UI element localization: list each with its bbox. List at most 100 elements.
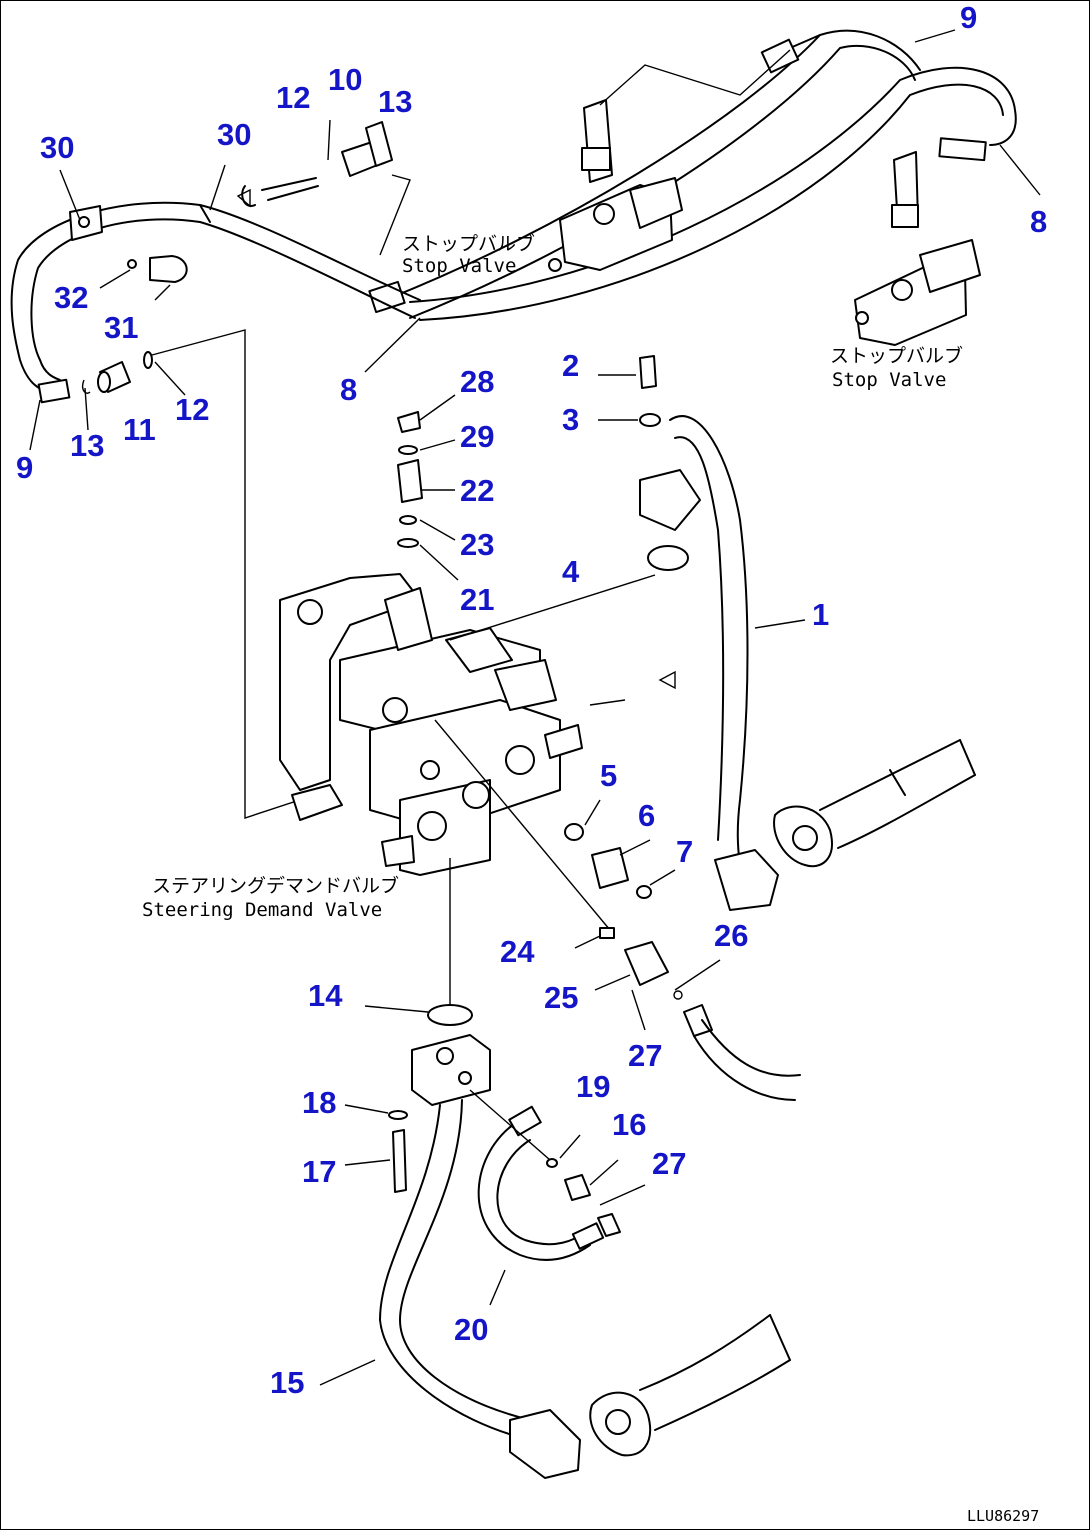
leader-23: [419, 519, 456, 541]
callout: 9: [16, 450, 33, 485]
callout: 17: [302, 1154, 336, 1189]
callout: 15: [270, 1365, 304, 1400]
connector-11: [81, 351, 153, 394]
leader-20: [489, 1269, 506, 1306]
callout: 13: [70, 428, 104, 463]
hose-fitting-upper: [368, 38, 987, 314]
callout: 26: [714, 918, 748, 953]
callout: 19: [576, 1069, 610, 1104]
leader-12-long: [151, 329, 331, 819]
connector-6: [591, 847, 629, 889]
oring-24: [599, 927, 615, 939]
leader-16: [589, 1159, 619, 1186]
fitting-27-low: [597, 1213, 621, 1237]
callout: 27: [628, 1038, 662, 1073]
leader-17: [344, 1159, 391, 1166]
leader-30-left: [59, 169, 81, 221]
flange-lower: [589, 1314, 791, 1457]
stack-28-29-22-23-21: [397, 411, 423, 548]
callout: 22: [460, 473, 494, 508]
oring-4: [647, 545, 689, 571]
leader-12-top: [327, 119, 331, 161]
stop-valve-2-jp: ストップバルブ: [830, 344, 963, 367]
drawing-code: LLU86297: [967, 1507, 1039, 1525]
callout: 12: [276, 80, 310, 115]
leader-18: [344, 1104, 389, 1114]
leader-27-mid: [631, 989, 646, 1031]
marker-a-left: [236, 188, 251, 208]
callout: 21: [460, 582, 494, 617]
leader-24: [574, 935, 601, 949]
callout: 8: [340, 372, 357, 407]
callout: 14: [308, 978, 343, 1013]
leader-29: [419, 439, 456, 451]
oring-19: [546, 1158, 558, 1168]
bolt-2: [639, 355, 657, 389]
callout: 9: [960, 0, 977, 35]
leader-24-line: [434, 719, 611, 931]
callout: 13: [378, 84, 412, 119]
flange-right: [773, 739, 976, 868]
callout: 16: [612, 1107, 646, 1142]
callout: 4: [562, 554, 580, 589]
steering-valve-en: Steering Demand Valve: [142, 899, 382, 921]
fitting-10: [241, 121, 393, 207]
hose-26-right: [683, 1004, 801, 1101]
callout: 10: [328, 62, 362, 97]
leader-8-mid: [364, 317, 421, 373]
leader-26: [674, 959, 721, 991]
stop-valve-2-en: Stop Valve: [832, 369, 946, 391]
plug-7: [636, 885, 652, 899]
plug-31: [127, 255, 188, 283]
callout: 32: [54, 280, 88, 315]
steering-valve-jp: ステアリングデマンドバルブ: [152, 874, 399, 897]
pipe-1: [639, 415, 779, 911]
callout: 12: [175, 392, 209, 427]
leader-25: [594, 974, 631, 991]
leader-19-line: [469, 1089, 551, 1161]
bolt-17: [392, 1129, 407, 1193]
callout: 24: [500, 934, 535, 969]
leader-14: [364, 1005, 429, 1013]
callout: 11: [123, 412, 156, 447]
oring-14: [427, 1004, 473, 1026]
leader-31: [154, 284, 171, 301]
pipe-15: [379, 1099, 581, 1479]
leader-32: [99, 269, 131, 289]
stop-valve-1-en: Stop Valve: [402, 255, 516, 277]
stop-valve-1-jp: ストップバルブ: [402, 232, 535, 255]
callout: 1: [812, 597, 829, 632]
leader-6: [619, 839, 651, 856]
callout: 25: [544, 980, 578, 1015]
leader-19: [559, 1134, 581, 1159]
elbow-25: [624, 941, 669, 986]
leader-9-top: [599, 49, 791, 106]
leader-13-top: [379, 174, 411, 256]
washer-3: [639, 413, 661, 427]
callout: 3: [562, 402, 579, 437]
leader-8: [999, 144, 1041, 196]
oring-5: [564, 823, 584, 841]
leader-5: [584, 799, 601, 826]
connector-16: [564, 1174, 591, 1201]
leader-13-left: [84, 387, 89, 431]
callout: 18: [302, 1085, 336, 1120]
stop-valve-upper: [548, 99, 683, 272]
leader-27-low: [599, 1184, 646, 1206]
leader-28: [419, 394, 456, 421]
callout: 30: [40, 130, 74, 165]
callout: 20: [454, 1312, 488, 1347]
leader-7: [649, 869, 676, 886]
bolt-a-right: [589, 699, 626, 706]
marker-a-right: [658, 670, 676, 690]
callout: 8: [1030, 204, 1047, 239]
callout: 5: [600, 758, 617, 793]
hose-9-upper: [389, 29, 921, 319]
leader-12-left: [154, 361, 186, 396]
leader-4: [449, 574, 656, 641]
leader-9-left: [29, 399, 41, 451]
callout: 31: [104, 310, 138, 345]
oring-26: [673, 990, 683, 1000]
hose-end-9-left: [37, 378, 71, 404]
